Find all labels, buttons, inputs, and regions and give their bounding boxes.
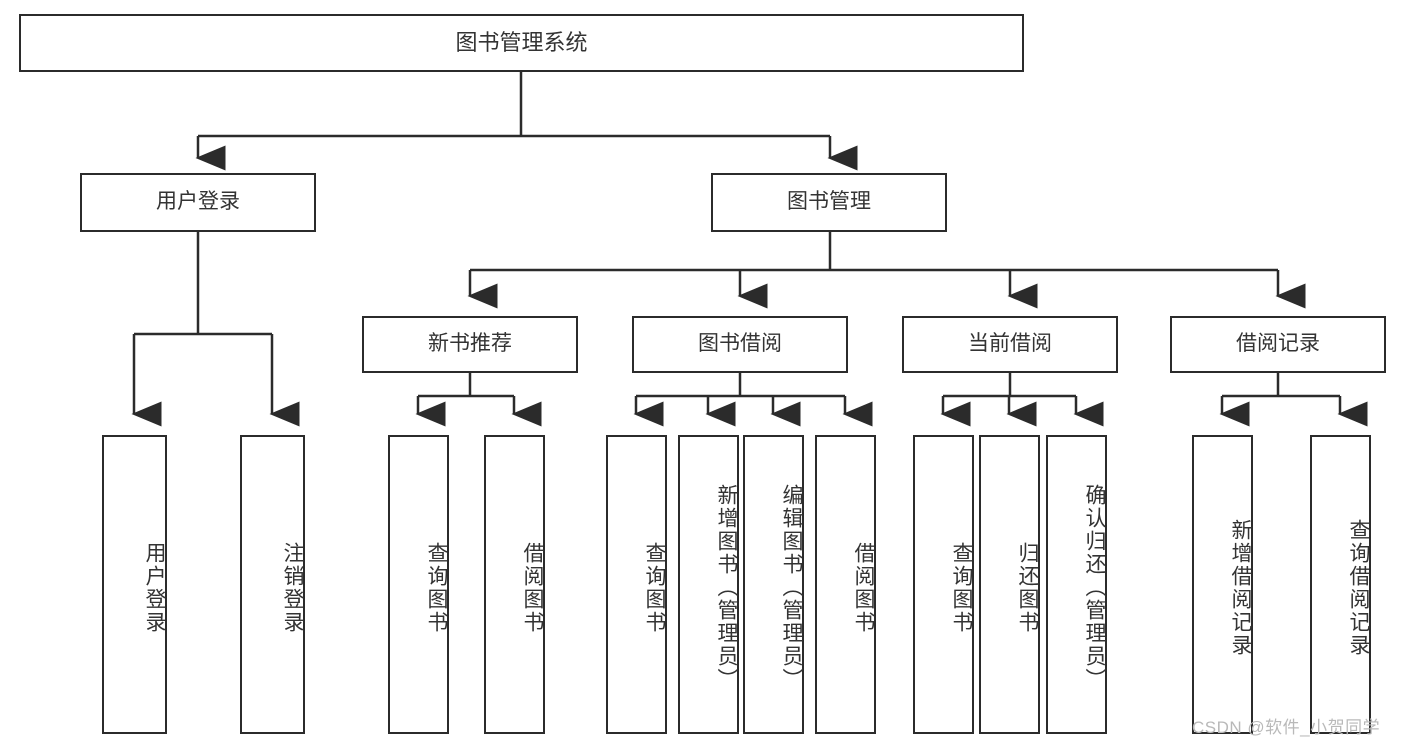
leaf-confirm-return-admin[interactable]: 确认归还（管理员） <box>1046 435 1107 734</box>
node-label: 借阅图书 <box>852 541 875 634</box>
leaf-add-borrow-record[interactable]: 新增借阅记录 <box>1192 435 1253 734</box>
node-label: 查询图书 <box>950 541 973 634</box>
leaf-user-login[interactable]: 用户登录 <box>102 435 167 734</box>
leaf-query-book-recommend[interactable]: 查询图书 <box>388 435 449 734</box>
node-book-borrow[interactable]: 图书借阅 <box>632 316 848 373</box>
node-label: 归还图书 <box>1016 541 1039 634</box>
node-label: 图书管理 <box>787 190 871 214</box>
node-label: 新增借阅记录 <box>1229 518 1252 657</box>
node-label: 确认归还（管理员） <box>1083 484 1106 691</box>
node-label: 借阅图书 <box>521 541 544 634</box>
node-label: 用户登录 <box>156 190 240 214</box>
node-label: 编辑图书（管理员） <box>780 484 803 691</box>
node-label: 新书推荐 <box>428 332 512 356</box>
node-label: 注销登录 <box>281 541 304 634</box>
node-label: 查询图书 <box>643 541 666 634</box>
leaf-edit-book-admin[interactable]: 编辑图书（管理员） <box>743 435 804 734</box>
node-label: 图书管理系统 <box>455 30 588 56</box>
leaf-return-book[interactable]: 归还图书 <box>979 435 1040 734</box>
node-label: 查询借阅记录 <box>1347 518 1370 657</box>
node-label: 用户登录 <box>143 541 166 634</box>
node-root-book-management-system[interactable]: 图书管理系统 <box>19 14 1024 72</box>
leaf-query-book-borrow[interactable]: 查询图书 <box>606 435 667 734</box>
node-current-borrow[interactable]: 当前借阅 <box>902 316 1118 373</box>
leaf-borrow-book[interactable]: 借阅图书 <box>815 435 876 734</box>
node-new-book-recommend[interactable]: 新书推荐 <box>362 316 578 373</box>
watermark: CSDN @软件_小贺同学 <box>1192 718 1381 737</box>
node-user-login[interactable]: 用户登录 <box>80 173 316 232</box>
node-borrow-record[interactable]: 借阅记录 <box>1170 316 1386 373</box>
leaf-logout[interactable]: 注销登录 <box>240 435 305 734</box>
leaf-query-book-current[interactable]: 查询图书 <box>913 435 974 734</box>
leaf-query-borrow-record[interactable]: 查询借阅记录 <box>1310 435 1371 734</box>
node-label: 借阅记录 <box>1236 332 1320 356</box>
node-label: 查询图书 <box>425 541 448 634</box>
leaf-borrow-book-recommend[interactable]: 借阅图书 <box>484 435 545 734</box>
node-label: 新增图书（管理员） <box>715 484 738 691</box>
node-label: 当前借阅 <box>968 332 1052 356</box>
leaf-add-book-admin[interactable]: 新增图书（管理员） <box>678 435 739 734</box>
node-book-management[interactable]: 图书管理 <box>711 173 947 232</box>
node-label: 图书借阅 <box>698 332 782 356</box>
